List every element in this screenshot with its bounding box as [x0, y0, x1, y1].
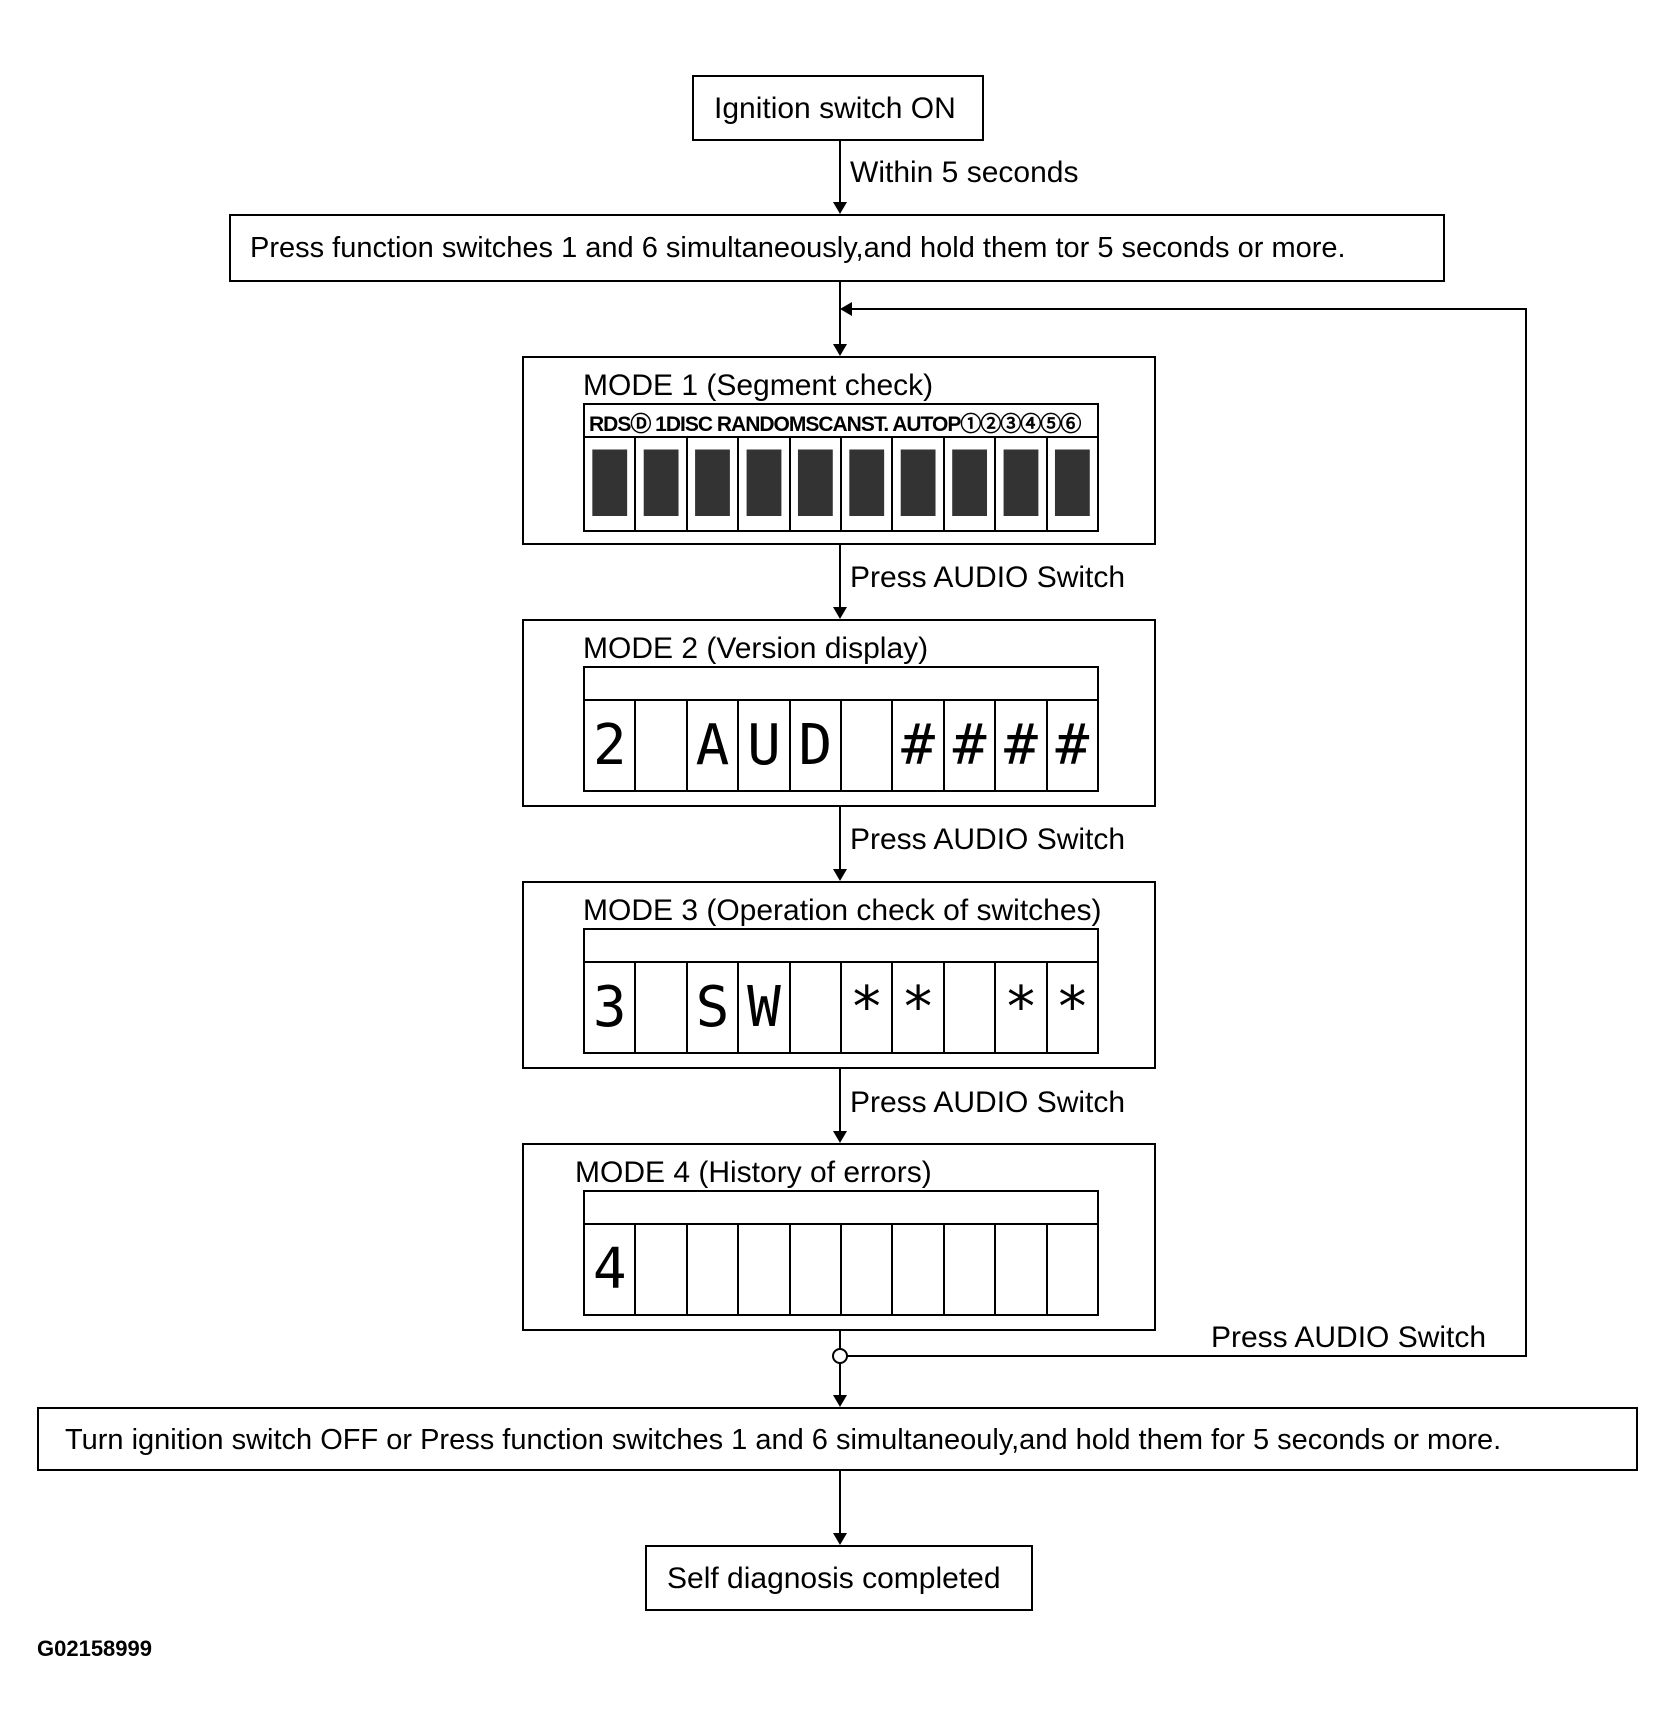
mode2-cell: #: [945, 701, 997, 790]
mode2-indicator-strip: [585, 668, 1097, 701]
mode3-cell: [791, 963, 843, 1052]
mode4-cell: [945, 1225, 997, 1314]
press-audio-label-2: Press AUDIO Switch: [850, 823, 1126, 856]
mode1-cell: █: [636, 438, 688, 530]
mode2-cell: [636, 701, 688, 790]
mode1-box: MODE 1 (Segment check) RDSⒹ 1DISC RANDOM…: [522, 356, 1156, 545]
press-audio-loop-label: Press AUDIO Switch: [1211, 1321, 1487, 1354]
mode4-cell: [1048, 1225, 1097, 1314]
mode1-title: MODE 1 (Segment check): [583, 369, 934, 402]
mode2-title: MODE 2 (Version display): [583, 632, 929, 665]
figure-code: G02158999: [37, 1636, 152, 1661]
mode2-cell: #: [996, 701, 1048, 790]
mode4-cell: [842, 1225, 894, 1314]
mode3-display: 3 S W * * * *: [583, 928, 1099, 1054]
mode4-box: MODE 4 (History of errors) 4: [522, 1143, 1156, 1331]
mode3-cell: W: [739, 963, 791, 1052]
mode2-cell: [842, 701, 894, 790]
mode2-cell: #: [1055, 712, 1090, 778]
mode3-cell: *: [842, 963, 894, 1052]
completed-label: Self diagnosis completed: [667, 1562, 1001, 1595]
press-audio-label-1: Press AUDIO Switch: [850, 561, 1126, 594]
turn-off-box: Turn ignition switch OFF or Press functi…: [37, 1407, 1638, 1471]
mode2-box: MODE 2 (Version display) 2 A U D # # # #: [522, 619, 1156, 807]
mode4-cell: [688, 1225, 740, 1314]
mode4-cell: [996, 1225, 1048, 1314]
mode1-indicator-strip: RDSⒹ 1DISC RANDOMSCANST. AUTOP①②③④⑤⑥: [585, 405, 1097, 438]
mode4-cell: [791, 1225, 843, 1314]
press-switches-label: Press function switches 1 and 6 simultan…: [250, 232, 1346, 264]
mode1-indicators: RDSⒹ 1DISC RANDOMSCANST. AUTOP①②③④⑤⑥: [589, 413, 1081, 436]
mode1-cell: █: [945, 438, 997, 530]
mode4-cell: 4: [585, 1225, 637, 1314]
mode3-cell: [636, 963, 688, 1052]
mode3-cell: *: [1055, 974, 1090, 1040]
turn-off-label: Turn ignition switch OFF or Press functi…: [65, 1424, 1502, 1456]
mode1-cell: █: [791, 438, 843, 530]
mode3-box: MODE 3 (Operation check of switches) 3 S…: [522, 881, 1156, 1069]
press-audio-label-3: Press AUDIO Switch: [850, 1086, 1126, 1119]
mode1-cell: █: [893, 438, 945, 530]
press-switches-box: Press function switches 1 and 6 simultan…: [229, 214, 1445, 282]
mode2-cell: D: [791, 701, 843, 790]
mode3-indicator-strip: [585, 930, 1097, 963]
mode1-cell: █: [996, 438, 1048, 530]
mode4-display: 4: [583, 1190, 1099, 1316]
mode3-cell: S: [688, 963, 740, 1052]
mode1-cell: █: [688, 438, 740, 530]
mode2-display: 2 A U D # # # #: [583, 666, 1099, 792]
mode4-cell: [739, 1225, 791, 1314]
mode2-cell: A: [688, 701, 740, 790]
mode1-cell: █: [585, 438, 637, 530]
loop-back-line: [840, 302, 1527, 1357]
ignition-on-box: Ignition switch ON: [692, 75, 984, 141]
mode3-title: MODE 3 (Operation check of switches): [583, 894, 1102, 927]
mode2-cell: 2: [585, 701, 637, 790]
mode1-display: RDSⒹ 1DISC RANDOMSCANST. AUTOP①②③④⑤⑥ █ █…: [583, 403, 1099, 532]
mode4-indicator-strip: [585, 1192, 1097, 1225]
mode3-cell: *: [893, 963, 945, 1052]
mode2-cell: #: [893, 701, 945, 790]
mode1-cell: █: [1055, 451, 1090, 516]
mode3-cell: [945, 963, 997, 1052]
mode1-cell: █: [842, 438, 894, 530]
mode3-cell: 3: [585, 963, 637, 1052]
mode4-cell: [893, 1225, 945, 1314]
mode4-cell: [636, 1225, 688, 1314]
ignition-on-label: Ignition switch ON: [714, 92, 956, 125]
mode2-cell: U: [739, 701, 791, 790]
within-5s-label: Within 5 seconds: [850, 156, 1079, 189]
completed-box: Self diagnosis completed: [645, 1545, 1033, 1611]
junction-node: [832, 1348, 848, 1364]
mode3-cell: *: [996, 963, 1048, 1052]
mode4-title: MODE 4 (History of errors): [575, 1156, 932, 1189]
mode1-cell: █: [739, 438, 791, 530]
